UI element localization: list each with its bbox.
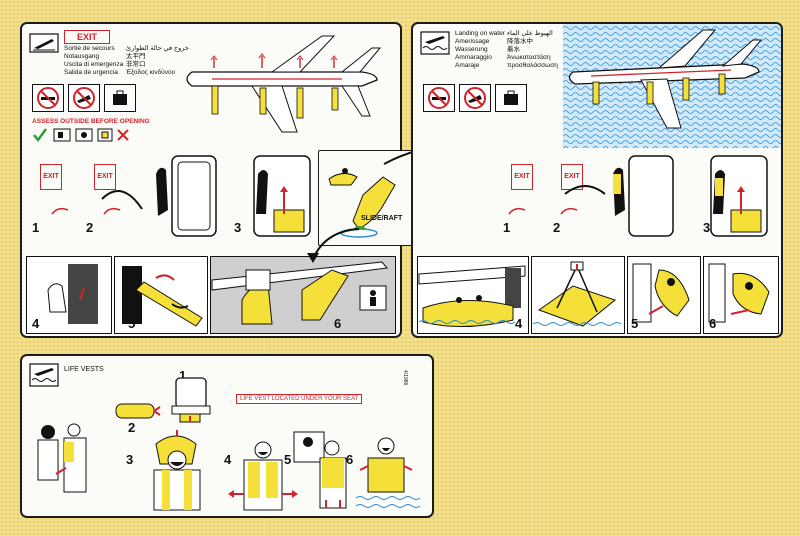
vest-tie-illustration — [228, 441, 298, 511]
water-slide-illustration — [710, 155, 768, 237]
vest-location-caption: LIFE VEST LOCATED UNDER YOUR SEAT — [236, 394, 363, 404]
water-landing-panel: Landing on water Amerissage Wasserung Am… — [411, 22, 783, 338]
step-number: 2 — [128, 420, 136, 435]
step-number: 3 — [703, 220, 711, 235]
language-label: προσθαλάσσωση — [507, 62, 558, 69]
life-vests-title: LIFE VESTS — [64, 366, 104, 373]
airplane-takeoff-icon — [29, 33, 59, 53]
no-baggage-icon — [104, 84, 136, 112]
step-number: 5 — [128, 316, 136, 331]
airplane-diagram — [186, 35, 382, 133]
exit-sign: EXIT — [511, 164, 533, 190]
language-label: Amaraje — [455, 62, 480, 69]
language-label: Wasserung — [455, 46, 488, 53]
airplane-water-icon — [420, 31, 450, 55]
step-number: 1 — [32, 220, 40, 235]
exit-sign: EXIT — [40, 164, 62, 190]
raft-inflate-illustration — [708, 263, 770, 323]
no-baggage-icon — [495, 84, 527, 112]
evacuation-illustration — [47, 264, 98, 324]
language-label: Έξοδος κινδύνου — [126, 69, 176, 76]
no-heels-icon — [68, 84, 100, 112]
step-number: 6 — [334, 316, 342, 331]
water-airplane-diagram — [563, 24, 781, 148]
raft-boarding-illustration — [418, 265, 526, 327]
step-number: 3 — [234, 220, 242, 235]
exit-sign: EXIT — [94, 164, 116, 190]
vest-in-water-illustration — [355, 437, 421, 508]
no-smoking-icon — [32, 84, 64, 112]
step-number: 3 — [126, 452, 134, 467]
no-heels-icon — [459, 84, 491, 112]
step-number: 2 — [86, 220, 94, 235]
water-door-illustration — [508, 155, 674, 237]
assess-warning: ASSESS OUTSIDE BEFORE OPENING — [32, 118, 150, 125]
step-number: 1 — [179, 368, 187, 383]
step-number: 4 — [515, 316, 523, 331]
language-label: 着水 — [507, 46, 520, 53]
language-label: 非常口 — [126, 61, 146, 68]
step-number: 6 — [709, 316, 717, 331]
slide-deployed-illustration — [211, 261, 388, 325]
language-label: Uscita di emergenza — [64, 61, 124, 68]
step-number: 5 — [631, 316, 639, 331]
language-label: Sortie de secours — [64, 45, 115, 52]
language-label: 太平門 — [126, 53, 146, 60]
print-code: 4/1986 — [402, 370, 408, 386]
crew-demo-illustration — [37, 423, 87, 493]
no-smoking-icon — [423, 84, 455, 112]
raft-detach-illustration — [532, 261, 622, 327]
door-opening-illustration — [51, 155, 217, 237]
language-label: Ammaraggio — [455, 54, 492, 61]
step-number: 4 — [224, 452, 232, 467]
language-label: Άνωκαταστάση — [507, 54, 551, 61]
step-number: 4 — [32, 316, 40, 331]
language-label: 降落水中 — [507, 38, 533, 45]
language-label: Landing on water — [455, 30, 505, 37]
language-label: Amerissage — [455, 38, 490, 45]
assess-icons — [33, 128, 129, 143]
vest-package-illustration — [115, 403, 161, 419]
seat-illustration — [171, 377, 211, 423]
slide-inflation-illustration — [253, 155, 311, 237]
language-label: الهبوط على الماء — [507, 30, 553, 37]
vest-over-head-illustration — [153, 430, 201, 511]
step-number: 5 — [284, 452, 292, 467]
slide-raft-inset: SLIDE/RAFT — [318, 150, 416, 246]
step-number: 6 — [346, 452, 354, 467]
language-label: Salida de urgencia — [64, 69, 118, 76]
exit-badge: EXIT — [64, 30, 110, 44]
slide-raft-label: SLIDE/RAFT — [361, 215, 403, 222]
step-number: 1 — [503, 220, 511, 235]
language-label: خروج في حالة الطوارئ — [126, 45, 189, 52]
raft-pull-illustration — [632, 263, 690, 323]
slide-jump-illustration — [122, 266, 203, 327]
step-number: 2 — [553, 220, 561, 235]
life-vests-panel: LIFE VESTS 1 LIFE VEST LOCATED UNDER YOU… — [20, 354, 434, 518]
vest-inflate-illustration — [293, 431, 347, 509]
airplane-water-icon — [29, 363, 59, 387]
slide-raft-illustration — [328, 168, 396, 238]
language-label: Notausgang — [64, 53, 100, 60]
curve-arrow-icon — [307, 228, 360, 263]
